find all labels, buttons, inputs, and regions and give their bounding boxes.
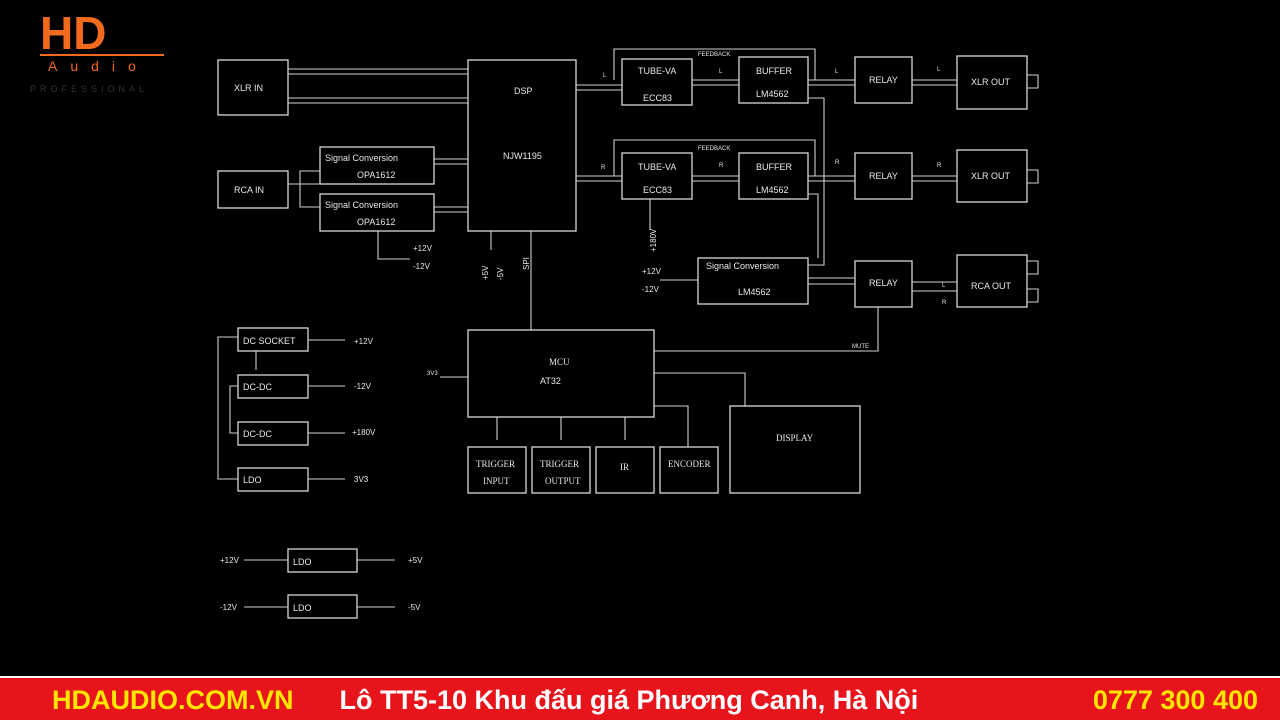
label-r: R [719,163,724,169]
mcu-3v3-label: 3V3 [427,371,438,377]
power-labels: +12V -12V +12V -12V +5V -5V SPI +180V +1… [220,228,662,612]
buffer-l-label: BUFFER [756,66,793,76]
logo-sub: Audio [48,58,149,74]
label-l: L [603,73,607,79]
website-link[interactable]: HDAUDIO.COM.VN [52,684,294,715]
block-labels: XLR IN RCA IN DSP NJW1195 Signal Convers… [234,66,1012,613]
tube-l-chip: ECC83 [643,93,672,103]
label-r: R [835,160,840,166]
p180-label: +180V [352,428,376,437]
dcdc-1-label: DC-DC [243,382,272,392]
ldo-5v-label: LDO [293,557,312,567]
address-text: Lô TT5-10 Khu đấu giá Phương Canh, Hà Nộ… [339,684,919,715]
label-r: R [942,300,947,306]
label-r: R [601,165,606,171]
ldo-m5v-label: LDO [293,603,312,613]
p12-label: +12V [413,244,433,253]
display-label: DISPLAY [776,433,814,443]
mute-label: MUTE [852,344,869,350]
m12-label: -12V [354,382,372,391]
label-l: L [937,67,941,73]
p12-label: +12V [642,267,662,276]
xlr-in-label: XLR IN [234,83,263,93]
rca-in-label: RCA IN [234,185,264,195]
xlr-out-r-label: XLR OUT [971,171,1011,181]
hd-audio-logo: HD Audio PROFESSIONAL [30,7,164,94]
contact-banner: HDAUDIO.COM.VN Lô TT5-10 Khu đấu giá Phư… [0,676,1280,720]
p180-label: +180V [649,228,658,252]
relay-rca-label: RELAY [869,278,898,288]
logo-tagline: PROFESSIONAL [30,84,148,94]
logo-main: HD [40,7,106,59]
p5-label: +5V [408,556,423,565]
dsp-label: DSP [514,86,533,96]
p12-label: +12V [220,556,240,565]
signal-labels: L L L L R R R R L R FEEDBACK FEEDBACK MU… [427,52,947,377]
feedback-label: FEEDBACK [698,146,730,152]
trigger-output-sub: OUTPUT [545,476,581,486]
m12-label: -12V [642,285,660,294]
label-l: L [942,283,946,289]
mcu-label: MCU [549,357,570,367]
ldo-3v3-label: LDO [243,475,262,485]
m12-label: -12V [220,603,238,612]
p5-label: +5V [481,265,490,280]
diagram-canvas: HD Audio PROFESSIONAL XLR IN RCA IN DSP … [30,7,1039,619]
dsp-chip: NJW1195 [503,151,542,161]
p12-label: +12V [354,337,374,346]
phone-number[interactable]: 0777 300 400 [1092,684,1258,715]
relay-r-label: RELAY [869,171,898,181]
label-l: L [835,69,839,75]
sc3-label: Signal Conversion [706,261,779,271]
m5-label: -5V [408,603,421,612]
feedback-label: FEEDBACK [698,52,730,58]
sc2-label: Signal Conversion [325,200,398,210]
xlr-out-l-label: XLR OUT [971,77,1011,87]
relay-l-label: RELAY [869,75,898,85]
v33-label: 3V3 [354,475,369,484]
dcdc-2-label: DC-DC [243,429,272,439]
mcu-chip: AT32 [540,376,561,386]
signal-wires [217,48,1039,608]
tube-l-label: TUBE-VA [638,66,676,76]
sc2-chip: OPA1612 [357,217,395,227]
tube-r-label: TUBE-VA [638,162,676,172]
buffer-r-label: BUFFER [756,162,793,172]
trigger-input-label: TRIGGER [476,459,515,469]
trigger-output-label: TRIGGER [540,459,579,469]
tube-r-chip: ECC83 [643,185,672,195]
trigger-input-sub: INPUT [483,476,510,486]
sc1-chip: OPA1612 [357,170,395,180]
encoder-label: ENCODER [668,459,711,469]
sc1-label: Signal Conversion [325,153,398,163]
m12-label: -12V [413,262,431,271]
spi-label: SPI [522,257,531,270]
buffer-r-chip: LM4562 [756,185,789,195]
label-r: R [937,163,942,169]
rca-out-label: RCA OUT [971,281,1012,291]
sc3-chip: LM4562 [738,287,771,297]
label-l: L [719,69,723,75]
m5-label: -5V [496,267,505,280]
dc-socket-label: DC SOCKET [243,336,296,346]
buffer-l-chip: LM4562 [756,89,789,99]
ir-label: IR [620,462,629,472]
block-boxes [217,55,1028,619]
